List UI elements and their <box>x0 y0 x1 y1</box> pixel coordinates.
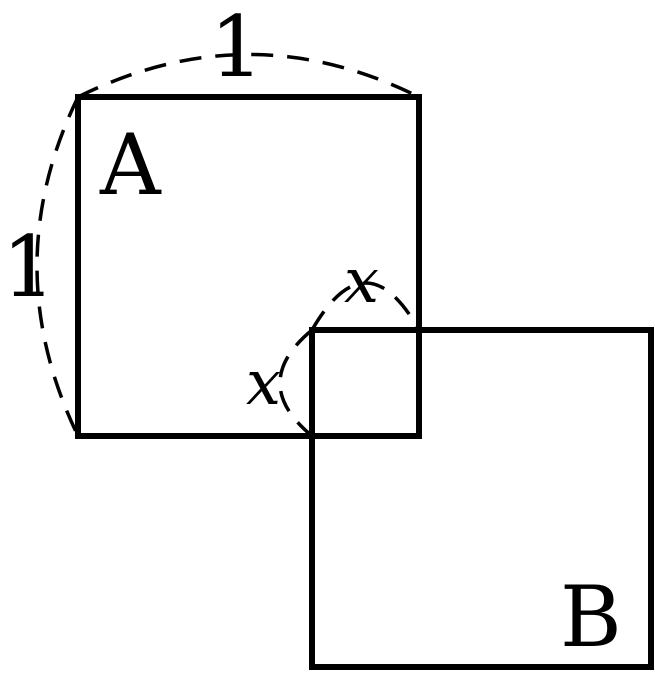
top-side-length-label: 1 <box>210 0 263 96</box>
top-side-dimension-arc <box>77 52 420 99</box>
left-side-length-label: 1 <box>2 218 55 316</box>
overlap-top-dimension-arc <box>310 281 421 331</box>
overlap-left-label: x <box>246 346 281 419</box>
overlap-top-label: x <box>344 244 379 317</box>
left-side-dimension-arc <box>35 96 80 437</box>
overlap-left-dimension-arc <box>278 328 314 438</box>
square-a <box>75 94 422 439</box>
square-b <box>309 327 654 670</box>
square-b-label: B <box>560 568 622 666</box>
square-a-label: A <box>99 116 162 214</box>
